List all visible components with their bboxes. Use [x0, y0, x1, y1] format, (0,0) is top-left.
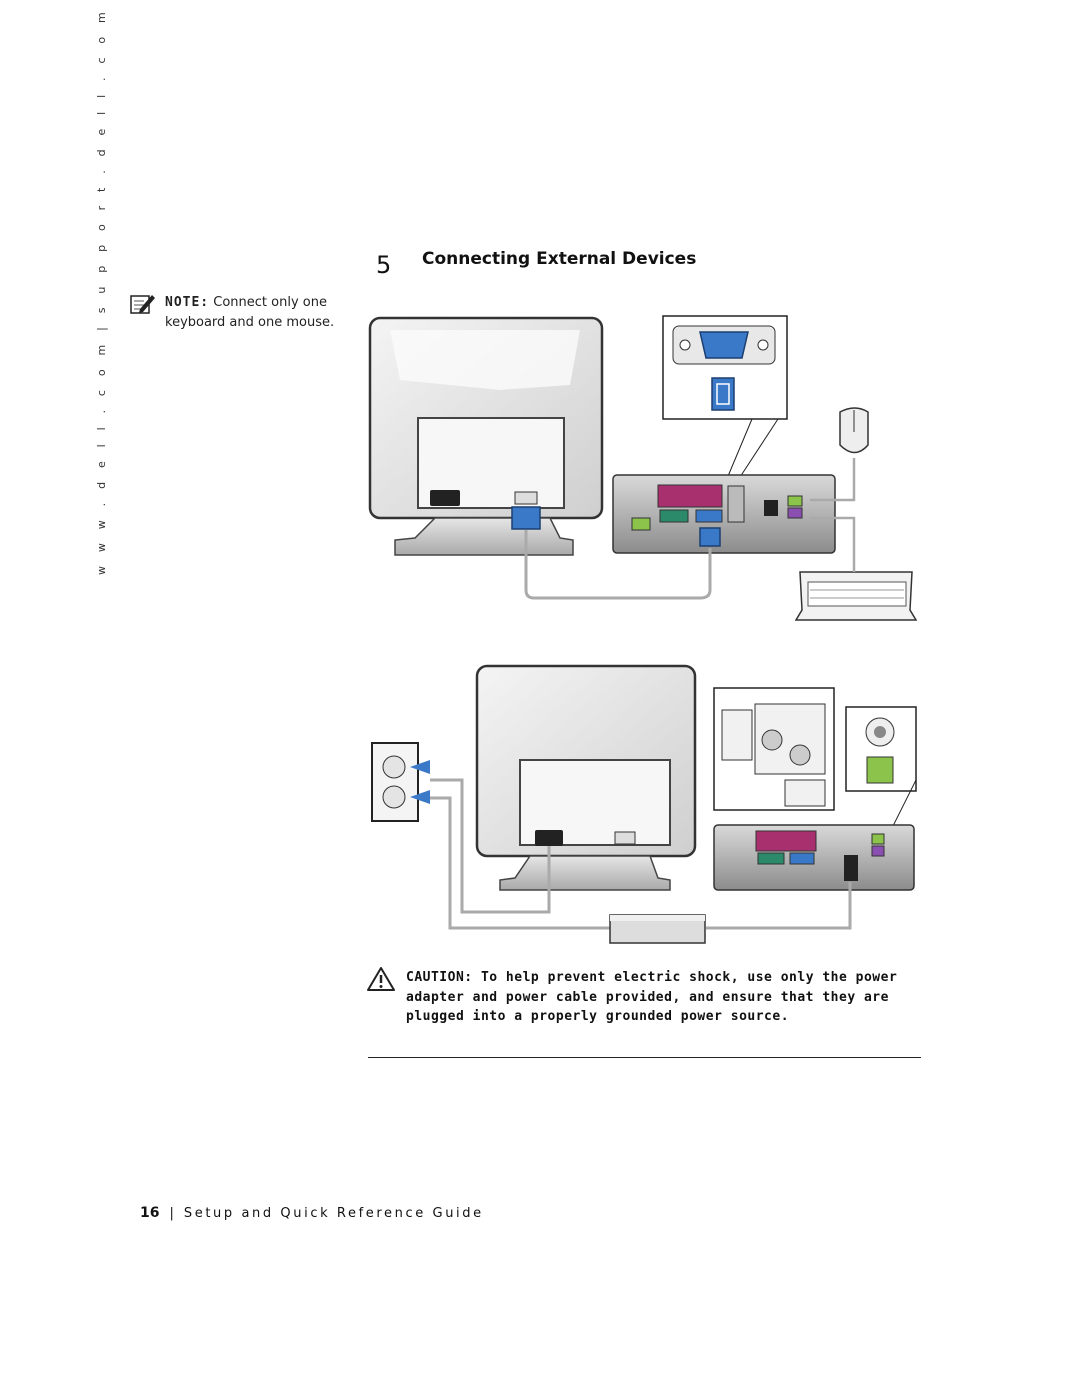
page-footer: 16 | Setup and Quick Reference Guide	[140, 1205, 484, 1221]
note-label: NOTE:	[165, 295, 210, 310]
computer-back-bottom	[713, 824, 915, 891]
mouse-cable	[810, 458, 856, 502]
page-number: 16	[140, 1205, 160, 1221]
section-divider	[368, 1057, 921, 1058]
caution-text: CAUTION: To help prevent electric shock,…	[406, 968, 926, 1027]
audio-jack-callout	[845, 706, 917, 829]
speakers-callout	[713, 687, 835, 811]
caution-triangle-icon	[367, 967, 395, 991]
guide-title: Setup and Quick Reference Guide	[183, 1206, 484, 1221]
pc-power-cable	[706, 882, 852, 930]
mouse	[839, 407, 869, 454]
step-number: 5	[376, 251, 392, 279]
adapter-cable	[430, 796, 610, 930]
monitor-top	[368, 316, 604, 556]
connection-diagram	[368, 315, 918, 944]
vga-plug-monitor	[511, 506, 541, 530]
computer-back-top	[612, 474, 836, 554]
sidebar-url: w w w . d e l l . c o m | s u p p o r t …	[95, 7, 108, 575]
footer-separator: |	[169, 1206, 174, 1221]
note-text: NOTE: Connect only one keyboard and one …	[165, 293, 345, 333]
keyboard-cable	[810, 516, 856, 572]
note-pencil-icon	[130, 295, 155, 314]
power-adapter	[609, 914, 706, 944]
video-cable	[524, 530, 712, 600]
caution-body: To help prevent electric shock, use only…	[406, 970, 898, 1024]
caution-label: CAUTION:	[406, 970, 473, 985]
keyboard	[794, 571, 918, 621]
monitor-bottom	[475, 664, 697, 891]
note-body: Connect only one keyboard and one mouse.	[165, 295, 335, 330]
wall-outlet	[371, 742, 430, 822]
section-title: Connecting External Devices	[422, 249, 697, 269]
vga-callout	[662, 315, 788, 501]
monitor-power-cable	[430, 778, 551, 914]
